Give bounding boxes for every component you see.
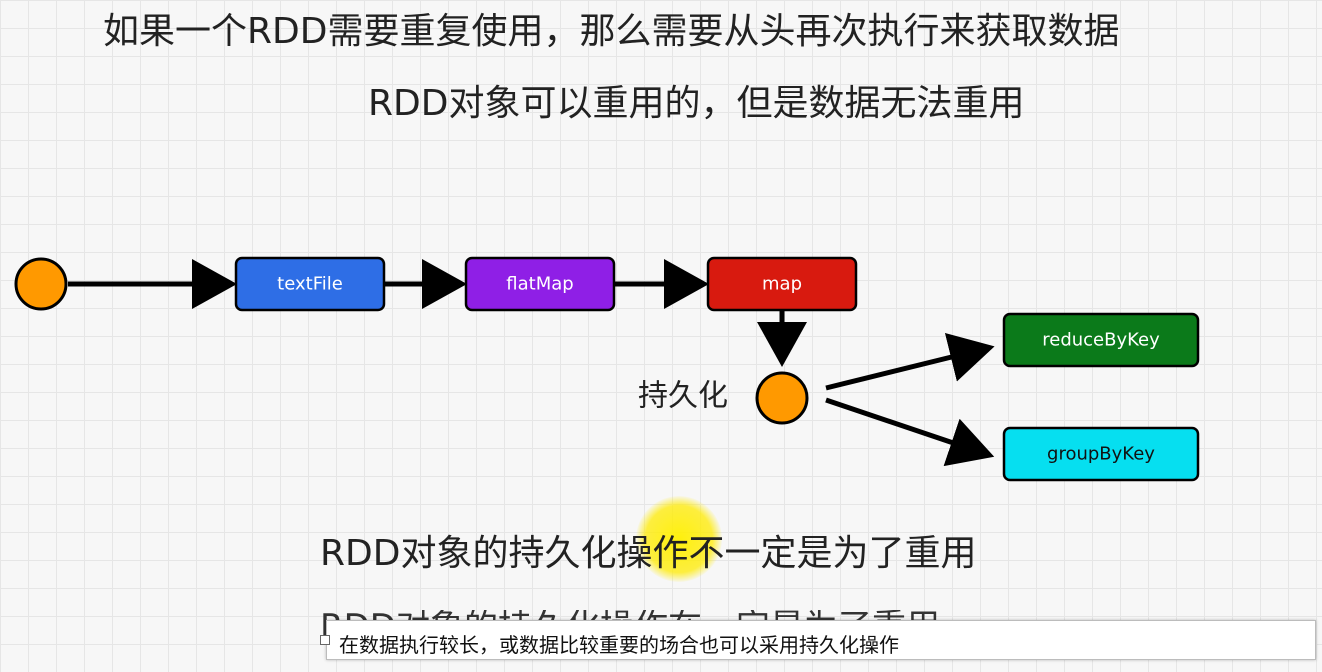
node-map-label: map: [762, 274, 802, 295]
node-reducebykey: reduceByKey: [1002, 312, 1200, 368]
node-groupbykey: groupByKey: [1002, 426, 1200, 482]
node-groupbykey-label: groupByKey: [1047, 444, 1155, 465]
node-textfile: textFile: [234, 256, 386, 312]
resize-handle[interactable]: [320, 635, 330, 645]
edge-persist-to-reducebykey: [825, 332, 995, 391]
persist-circle: [755, 371, 809, 425]
heading-line-2: RDD对象可以重用的，但是数据无法重用: [368, 83, 1025, 124]
start-circle: [14, 257, 68, 311]
node-flatmap: flatMap: [464, 256, 616, 312]
node-map: map: [706, 256, 858, 312]
heading-line-1: 如果一个RDD需要重复使用，那么需要从头再次执行来获取数据: [103, 11, 1120, 52]
cursor-highlight: [636, 496, 722, 582]
edge-persist-to-groupbykey: [825, 397, 995, 467]
node-flatmap-label: flatMap: [506, 274, 573, 295]
node-reducebykey-label: reduceByKey: [1042, 330, 1160, 351]
subtitle-box[interactable]: 在数据执行较长，或数据比较重要的场合也可以采用持久化操作: [320, 620, 1316, 660]
heading-line-3: RDD对象的持久化操作不一定是为了重用: [320, 533, 977, 574]
subtitle-text: 在数据执行较长，或数据比较重要的场合也可以采用持久化操作: [339, 633, 899, 657]
persist-label: 持久化: [638, 379, 728, 414]
node-textfile-label: textFile: [277, 274, 343, 295]
